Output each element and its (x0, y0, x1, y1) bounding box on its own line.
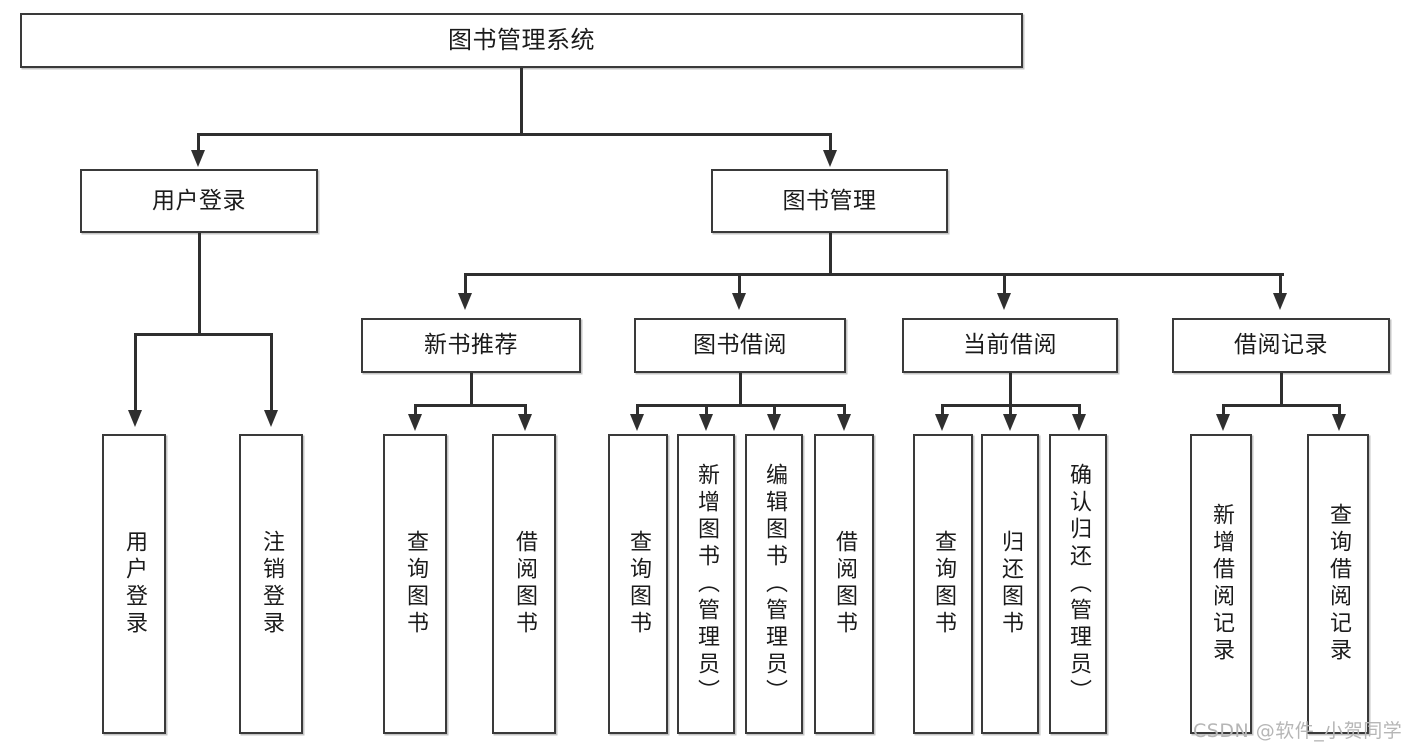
connector-drop-leaf-user-login (134, 333, 137, 412)
connector-drop-leaf-borrow-book-1 (524, 404, 527, 416)
connector-new-book-recommend-bus (414, 404, 527, 407)
node-label: 新增图书（管理员） (694, 462, 719, 706)
arrow-to-leaf-return-book (1003, 414, 1017, 431)
node-root-book-management-system[interactable]: 图书管理系统 (20, 13, 1023, 68)
connector-drop-book-manage (829, 133, 832, 153)
arrow-to-leaf-logout (264, 410, 278, 427)
connector-root-stem (520, 68, 523, 134)
node-current-borrow[interactable]: 当前借阅 (902, 318, 1118, 373)
connector-drop-leaf-query-book-2 (636, 404, 639, 416)
arrow-to-leaf-query-record (1332, 414, 1346, 431)
connector-user-login-bus (134, 333, 272, 336)
csdn-watermark: CSDN @软件_小贺同学 (1193, 720, 1403, 742)
leaf-borrow-book-recommend[interactable]: 借阅图书 (492, 434, 556, 734)
node-book-borrow[interactable]: 图书借阅 (634, 318, 846, 373)
connector-book-borrow-stem (739, 373, 742, 405)
connector-drop-leaf-confirm-return (1078, 404, 1081, 416)
node-label: 归还图书 (998, 530, 1023, 638)
arrow-to-leaf-user-login (128, 410, 142, 427)
node-label: 用户登录 (152, 187, 246, 214)
leaf-borrow-book-borrow[interactable]: 借阅图书 (814, 434, 874, 734)
connector-current-borrow-stem (1009, 373, 1012, 405)
node-borrow-record[interactable]: 借阅记录 (1172, 318, 1390, 373)
connector-level3-bus (464, 273, 1284, 276)
arrow-to-leaf-edit-book (767, 414, 781, 431)
connector-drop-user-login (197, 133, 200, 153)
arrow-to-leaf-add-book (699, 414, 713, 431)
node-book-management[interactable]: 图书管理 (711, 169, 948, 233)
connector-new-book-recommend-stem (470, 373, 473, 405)
node-label: 当前借阅 (963, 332, 1057, 359)
connector-drop-leaf-edit-book (773, 404, 776, 416)
node-user-login[interactable]: 用户登录 (80, 169, 318, 233)
arrow-to-leaf-query-book-3 (935, 414, 949, 431)
connector-user-login-stem (198, 233, 201, 334)
node-label: 借阅记录 (1234, 332, 1328, 359)
arrow-to-leaf-query-book-2 (630, 414, 644, 431)
connector-drop-current-borrow (1003, 273, 1006, 296)
node-label: 图书借阅 (693, 332, 787, 359)
leaf-return-book[interactable]: 归还图书 (981, 434, 1039, 734)
leaf-add-borrow-record[interactable]: 新增借阅记录 (1190, 434, 1252, 734)
leaf-add-book-admin[interactable]: 新增图书（管理员） (677, 434, 735, 734)
arrow-to-user-login (191, 150, 205, 167)
node-label: 查询图书 (931, 530, 956, 638)
node-label: 查询图书 (626, 530, 651, 638)
connector-drop-leaf-add-book (705, 404, 708, 416)
arrow-to-book-borrow (732, 293, 746, 310)
connector-book-manage-stem (829, 233, 832, 275)
node-label: 借阅图书 (512, 530, 537, 638)
node-label: 确认归还（管理员） (1066, 462, 1091, 706)
arrow-to-leaf-confirm-return (1072, 414, 1086, 431)
node-label: 借阅图书 (832, 530, 857, 638)
node-label: 新书推荐 (424, 332, 518, 359)
node-label: 查询借阅记录 (1326, 503, 1351, 665)
leaf-user-login[interactable]: 用户登录 (102, 434, 166, 734)
connector-drop-leaf-query-book-3 (941, 404, 944, 416)
node-label: 注销登录 (259, 530, 284, 638)
arrow-to-book-manage (823, 150, 837, 167)
arrow-to-leaf-borrow-book-2 (837, 414, 851, 431)
connector-drop-book-borrow (738, 273, 741, 296)
arrow-to-borrow-record (1273, 293, 1287, 310)
arrow-to-leaf-query-book-1 (408, 414, 422, 431)
connector-drop-leaf-logout (270, 333, 273, 412)
arrow-to-current-borrow (997, 293, 1011, 310)
node-label: 图书管理 (782, 187, 877, 214)
arrow-to-new-book-recommend (458, 293, 472, 310)
connector-borrow-record-stem (1280, 373, 1283, 405)
node-label: 图书管理系统 (448, 25, 595, 54)
node-label: 新增借阅记录 (1209, 503, 1234, 665)
connector-drop-new-book-recommend (464, 273, 467, 296)
node-label: 编辑图书（管理员） (762, 462, 787, 706)
connector-level2-bus (197, 133, 831, 136)
connector-drop-leaf-query-book-1 (414, 404, 417, 416)
leaf-confirm-return-admin[interactable]: 确认归还（管理员） (1049, 434, 1107, 734)
arrow-to-leaf-borrow-book-1 (518, 414, 532, 431)
leaf-query-book-borrow[interactable]: 查询图书 (608, 434, 668, 734)
leaf-query-book-recommend[interactable]: 查询图书 (383, 434, 447, 734)
connector-drop-leaf-borrow-book-2 (843, 404, 846, 416)
connector-drop-leaf-query-record (1338, 404, 1341, 416)
connector-book-borrow-bus (636, 404, 845, 407)
arrow-to-leaf-add-record (1216, 414, 1230, 431)
leaf-query-book-current[interactable]: 查询图书 (913, 434, 973, 734)
node-new-book-recommend[interactable]: 新书推荐 (361, 318, 581, 373)
leaf-logout-login[interactable]: 注销登录 (239, 434, 303, 734)
leaf-edit-book-admin[interactable]: 编辑图书（管理员） (745, 434, 803, 734)
connector-drop-leaf-add-record (1222, 404, 1225, 416)
connector-borrow-record-bus (1222, 404, 1340, 407)
node-label: 用户登录 (122, 530, 147, 638)
connector-drop-borrow-record (1279, 273, 1282, 296)
leaf-query-borrow-record[interactable]: 查询借阅记录 (1307, 434, 1369, 734)
connector-drop-leaf-return-book (1009, 404, 1012, 416)
node-label: 查询图书 (403, 530, 428, 638)
